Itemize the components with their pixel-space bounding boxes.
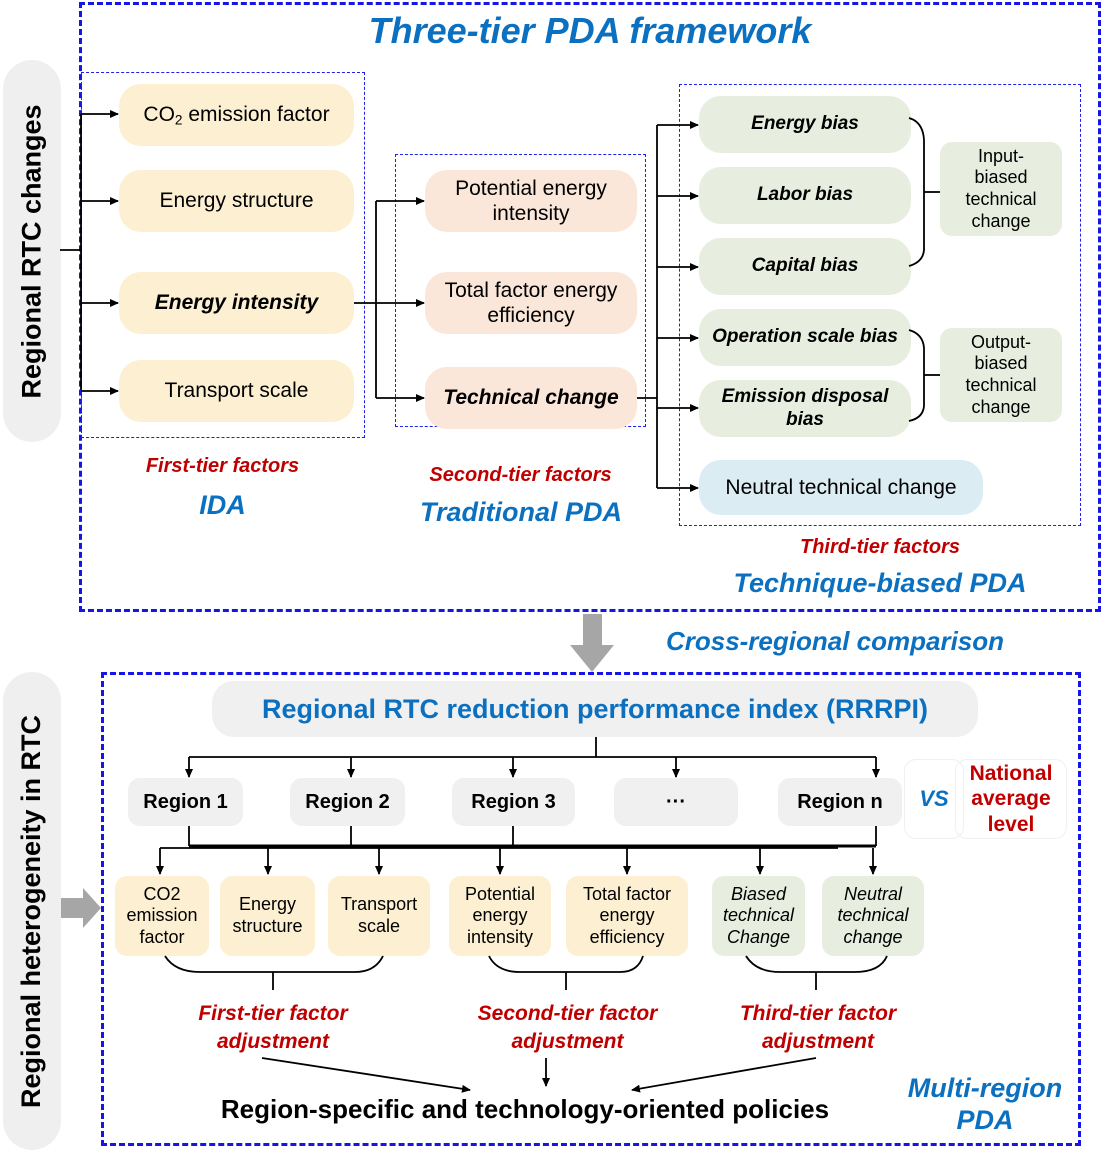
group-input-biased: Input-biased technical change	[940, 142, 1062, 236]
second-tier-label: Second-tier factors	[429, 464, 612, 486]
national-average-label: National average level	[969, 762, 1053, 836]
group-output-biased: Output-biased technical change	[940, 328, 1062, 422]
mr-factor-neutral-technical-change: Neutral technical change	[822, 876, 924, 956]
region-3: Region 3	[452, 778, 575, 826]
rrrpi-title: Regional RTC reduction performance index…	[212, 681, 978, 737]
factor-operation-scale-bias: Operation scale bias	[699, 309, 911, 366]
factor-potential-energy-intensity: Potential energy intensity	[425, 170, 637, 232]
policy-label: Region-specific and technology-oriented …	[220, 1094, 830, 1124]
traditional-pda-label: Traditional PDA	[419, 497, 623, 527]
mr-factor-transport-scale: Transport scale	[328, 876, 430, 956]
cross-regional-comparison-label: Cross-regional comparison	[665, 626, 1005, 656]
framework-title: Three-tier PDA framework	[368, 10, 812, 51]
right-block-arrow	[61, 888, 101, 928]
factor-emission-disposal-bias: Emission disposal bias	[699, 380, 911, 437]
factor-labor-bias: Labor bias	[699, 167, 911, 224]
mr-factor-total-factor-energy-efficiency: Total factor energy efficiency	[566, 876, 688, 956]
multi-region-frame	[101, 672, 1081, 1146]
mr-factor-biased-technical-change: Biased technical Change	[712, 876, 805, 956]
third-tier-label: Third-tier factors	[799, 536, 961, 558]
factor-transport-scale: Transport scale	[119, 360, 354, 422]
factor-technical-change: Technical change	[425, 367, 637, 429]
side-label-regional-heterogeneity: Regional heterogeneity in RTC	[3, 672, 61, 1150]
multi-region-pda-label: Multi-region PDA	[907, 1073, 1063, 1136]
vs-box: VS	[904, 759, 964, 839]
factor-capital-bias: Capital bias	[699, 238, 911, 295]
national-average-box: National average level	[955, 759, 1067, 839]
region-2: Region 2	[290, 778, 405, 826]
first-tier-label: First-tier factors	[145, 455, 300, 477]
first-tier-adjustment-label: First-tier factor adjustment	[198, 1002, 348, 1054]
factor-energy-intensity: Energy intensity	[119, 272, 354, 334]
side-label-text: Regional heterogeneity in RTC	[16, 714, 47, 1108]
factor-total-factor-energy-efficiency: Total factor energy efficiency	[425, 272, 637, 334]
side-label-regional-rtc-changes: Regional RTC changes	[3, 60, 61, 442]
factor-co2-emission: CO2 emission factor	[119, 84, 354, 146]
co2-label: CO2 emission factor	[143, 102, 330, 128]
mr-factor-co2-emission: CO2 emission factor	[115, 876, 209, 956]
factor-energy-bias: Energy bias	[699, 96, 911, 153]
mr-factor-potential-energy-intensity: Potential energy intensity	[449, 876, 551, 956]
region-ellipsis: ···	[614, 778, 738, 826]
mr-factor-energy-structure: Energy structure	[220, 876, 315, 956]
factor-neutral-technical-change: Neutral technical change	[699, 460, 983, 515]
second-tier-adjustment-label: Second-tier factor adjustment	[477, 1002, 658, 1054]
side-label-text: Regional RTC changes	[16, 103, 47, 399]
technique-biased-pda-label: Technique-biased PDA	[733, 568, 1027, 598]
ida-label: IDA	[199, 490, 246, 520]
region-1: Region 1	[128, 778, 243, 826]
vs-label: VS	[919, 785, 949, 811]
third-tier-adjustment-label: Third-tier factor adjustment	[739, 1002, 897, 1054]
region-n: Region n	[778, 778, 902, 826]
down-block-arrow	[570, 614, 614, 672]
third-tier-frame	[679, 84, 1081, 526]
factor-energy-structure: Energy structure	[119, 170, 354, 232]
